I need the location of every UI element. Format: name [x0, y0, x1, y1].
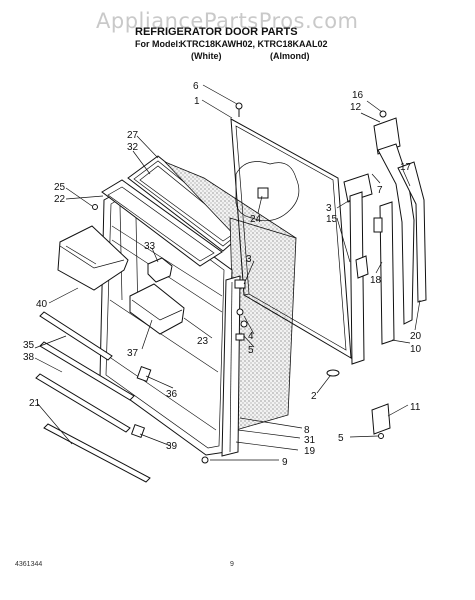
callout-21: 21: [29, 398, 41, 409]
callout-35: 35: [23, 340, 35, 351]
model-numbers: KTRC18KAWH02, KTRC18KAAL02: [180, 39, 328, 49]
callout-17: 17: [400, 162, 412, 173]
callout-39: 39: [166, 441, 178, 452]
callout-24: 24: [250, 214, 262, 225]
door-edge-frame: [221, 275, 241, 457]
door-bin-center: [129, 283, 185, 335]
color-white: (White): [191, 51, 222, 61]
handle-trim: [373, 201, 395, 345]
door-stop: [326, 369, 340, 377]
callout-4: 4: [248, 331, 254, 342]
page-title: REFRIGERATOR DOOR PARTS: [135, 26, 298, 38]
insulation-panel: [164, 161, 297, 431]
callout-22: 22: [54, 194, 66, 205]
callout-8: 8: [304, 425, 310, 436]
callout-10: 10: [410, 344, 422, 355]
callout-20: 20: [410, 331, 422, 342]
dairy-door: [147, 257, 173, 283]
callout-11: 11: [410, 402, 421, 413]
door-bin-large: [57, 225, 129, 291]
callout-18: 18: [370, 275, 382, 286]
shelf-rail-35: [39, 311, 113, 361]
screw-6: [235, 102, 243, 117]
clip-39: [130, 423, 146, 439]
callout-31: 31: [304, 435, 316, 446]
cutout-view: [235, 161, 300, 221]
callout-16: 16: [352, 90, 364, 101]
callout-27: 27: [127, 130, 139, 141]
callout-2: 2: [311, 391, 317, 402]
callout-36: 36: [166, 389, 178, 400]
callout-3-left: 3: [246, 254, 252, 265]
callout-6: 6: [193, 81, 199, 92]
callout-5-right: 5: [338, 433, 344, 444]
callout-32: 32: [127, 142, 139, 153]
shelf-rail-21: [43, 423, 151, 483]
top-shelf: [101, 179, 223, 267]
callout-38: 38: [23, 352, 35, 363]
screw-9: [201, 456, 209, 464]
door-handle: [377, 143, 427, 325]
shelf-rail-38: [39, 341, 135, 401]
callout-23: 23: [197, 336, 209, 347]
clip-36: [136, 366, 152, 382]
callout-1: 1: [194, 96, 200, 107]
outer-door-panel: [230, 118, 352, 359]
model-label: For Model:: [135, 39, 181, 49]
callout-7: 7: [377, 185, 383, 196]
page-number: 9: [230, 561, 234, 568]
callout-9: 9: [282, 457, 288, 468]
watermark: AppliancePartsPros.com: [96, 9, 359, 33]
cam-parts: [234, 279, 248, 341]
callout-3-right: 3: [326, 203, 332, 214]
shelf-rail-38b: [35, 373, 131, 433]
callout-40: 40: [36, 299, 48, 310]
handle-bracket: [343, 173, 373, 365]
callout-15: 15: [326, 214, 338, 225]
leader-lines: [34, 84, 421, 461]
callout-12: 12: [350, 102, 362, 113]
callout-25: 25: [54, 182, 66, 193]
hinge-bottom: [371, 403, 391, 439]
screw-25: [92, 204, 98, 210]
doc-number: 4361344: [15, 561, 42, 568]
callout-19: 19: [304, 446, 316, 457]
callout-37: 37: [127, 348, 139, 359]
color-almond: (Almond): [270, 51, 310, 61]
callout-33: 33: [144, 241, 156, 252]
callout-5-left: 5: [248, 345, 254, 356]
